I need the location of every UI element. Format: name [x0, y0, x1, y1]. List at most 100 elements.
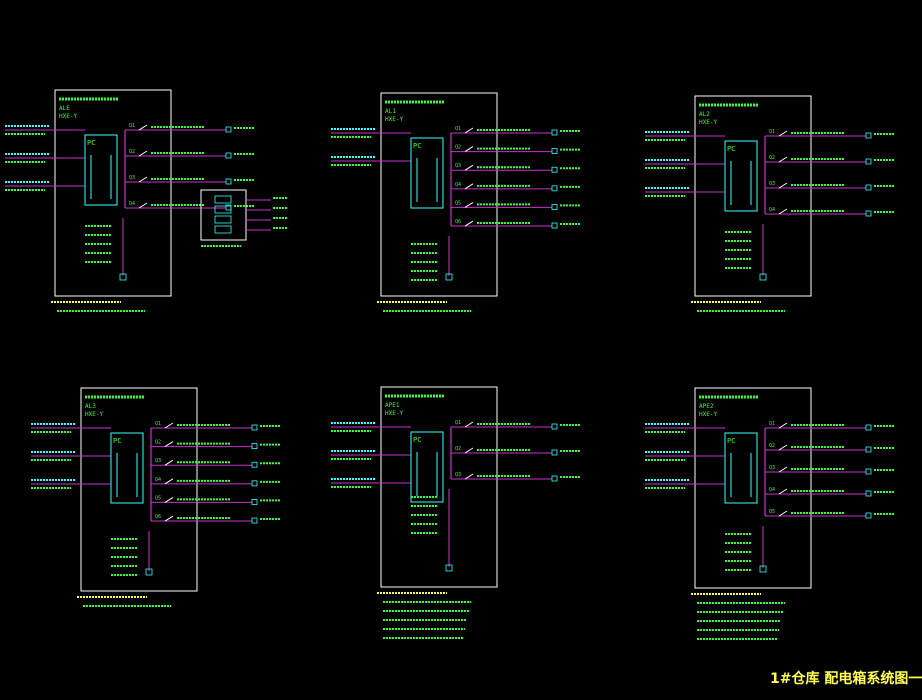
controller-label: PC: [87, 139, 95, 147]
earth-terminal: [119, 273, 127, 281]
load-terminal: [551, 449, 558, 456]
panel-code: HXE-Y: [385, 116, 403, 123]
load-terminal: [865, 210, 872, 217]
breaker-switch: [464, 220, 474, 227]
breaker-switch: [464, 127, 474, 134]
panel-code: HXE-Y: [59, 113, 77, 120]
breaker-id: Q3: [455, 163, 461, 169]
panel-frame: [380, 386, 498, 588]
panel-code: HXE-Y: [699, 119, 717, 126]
load-terminal: [865, 468, 872, 475]
load-terminal: [251, 517, 258, 524]
load-terminal: [551, 166, 558, 173]
load-terminal: [865, 446, 872, 453]
panel-frame: [80, 387, 198, 592]
breaker-id: Q2: [455, 446, 461, 452]
load-terminal: [551, 423, 558, 430]
controller-box: [724, 140, 758, 212]
breaker-id: Q4: [455, 182, 461, 188]
breaker-switch: [464, 473, 474, 480]
load-terminal: [551, 475, 558, 482]
breaker-switch: [138, 202, 148, 209]
breaker-id: Q4: [769, 487, 775, 493]
breaker-switch: [164, 422, 174, 429]
load-terminal: [551, 222, 558, 229]
breaker-switch: [138, 150, 148, 157]
breaker-switch: [778, 130, 788, 137]
breaker-switch: [778, 466, 788, 473]
breaker-id: Q1: [155, 421, 161, 427]
breaker-id: Q1: [455, 420, 461, 426]
breaker-id: Q3: [129, 175, 135, 181]
breaker-switch: [164, 497, 174, 503]
panel-name: ALE: [59, 105, 70, 112]
controller-box: [724, 432, 758, 504]
sub-box-device: [214, 225, 232, 234]
breaker-switch: [464, 164, 474, 171]
electrical-diagram-canvas: ALEHXE-YPCQ1Q2Q3Q4AL1HXE-YPCQ1Q2Q3Q4Q5Q6…: [5, 89, 894, 640]
breaker-switch: [164, 459, 174, 466]
load-terminal: [251, 499, 258, 505]
load-terminal: [865, 184, 872, 191]
earth-terminal: [445, 273, 453, 281]
earth-terminal: [759, 273, 767, 281]
breaker-switch: [138, 176, 148, 183]
load-terminal: [865, 512, 872, 519]
breaker-id: Q2: [769, 155, 775, 161]
controller-box: [84, 134, 118, 206]
load-terminal: [551, 129, 558, 136]
earth-terminal: [445, 564, 453, 572]
breaker-switch: [778, 156, 788, 163]
drawing-title: 1#仓库 配电箱系统图一: [770, 671, 922, 687]
breaker-switch: [464, 202, 474, 208]
breaker-id: Q2: [769, 443, 775, 449]
breaker-switch: [778, 182, 788, 189]
load-terminal: [865, 158, 872, 165]
load-terminal: [251, 424, 258, 431]
load-terminal: [551, 185, 558, 192]
panel-code: HXE-Y: [85, 411, 103, 418]
breaker-id: Q3: [769, 465, 775, 471]
panel-frame: [694, 387, 812, 589]
controller-label: PC: [413, 142, 421, 150]
panel-name: AL1: [385, 108, 396, 115]
load-terminal: [225, 126, 232, 133]
controller-box: [110, 432, 144, 504]
breaker-id: Q4: [155, 477, 161, 483]
sub-box-frame: [200, 189, 247, 241]
breaker-switch: [464, 421, 474, 428]
panel-name: APE1: [385, 402, 400, 409]
load-terminal: [865, 490, 872, 497]
breaker-id: Q3: [769, 181, 775, 187]
breaker-switch: [778, 422, 788, 429]
panel-frame: [54, 89, 172, 297]
panel-name: AL2: [699, 111, 710, 118]
earth-terminal: [759, 565, 767, 573]
load-terminal: [225, 152, 232, 159]
panel-code: HXE-Y: [385, 410, 403, 417]
breaker-switch: [464, 146, 474, 153]
breaker-id: Q4: [129, 201, 135, 207]
load-terminal: [225, 178, 232, 185]
breaker-switch: [778, 444, 788, 451]
breaker-id: Q1: [455, 126, 461, 132]
controller-label: PC: [727, 145, 735, 153]
sub-box-device: [214, 205, 232, 214]
breaker-switch: [164, 441, 174, 448]
breaker-id: Q1: [769, 129, 775, 135]
breaker-id: Q1: [769, 421, 775, 427]
panel-frame: [380, 92, 498, 297]
breaker-id: Q3: [455, 472, 461, 478]
breaker-id: Q4: [769, 207, 775, 213]
controller-label: PC: [113, 437, 121, 445]
breaker-switch: [778, 208, 788, 215]
controller-label: PC: [727, 437, 735, 445]
breaker-switch: [778, 510, 788, 517]
breaker-id: Q3: [155, 458, 161, 464]
breaker-switch: [778, 488, 788, 495]
